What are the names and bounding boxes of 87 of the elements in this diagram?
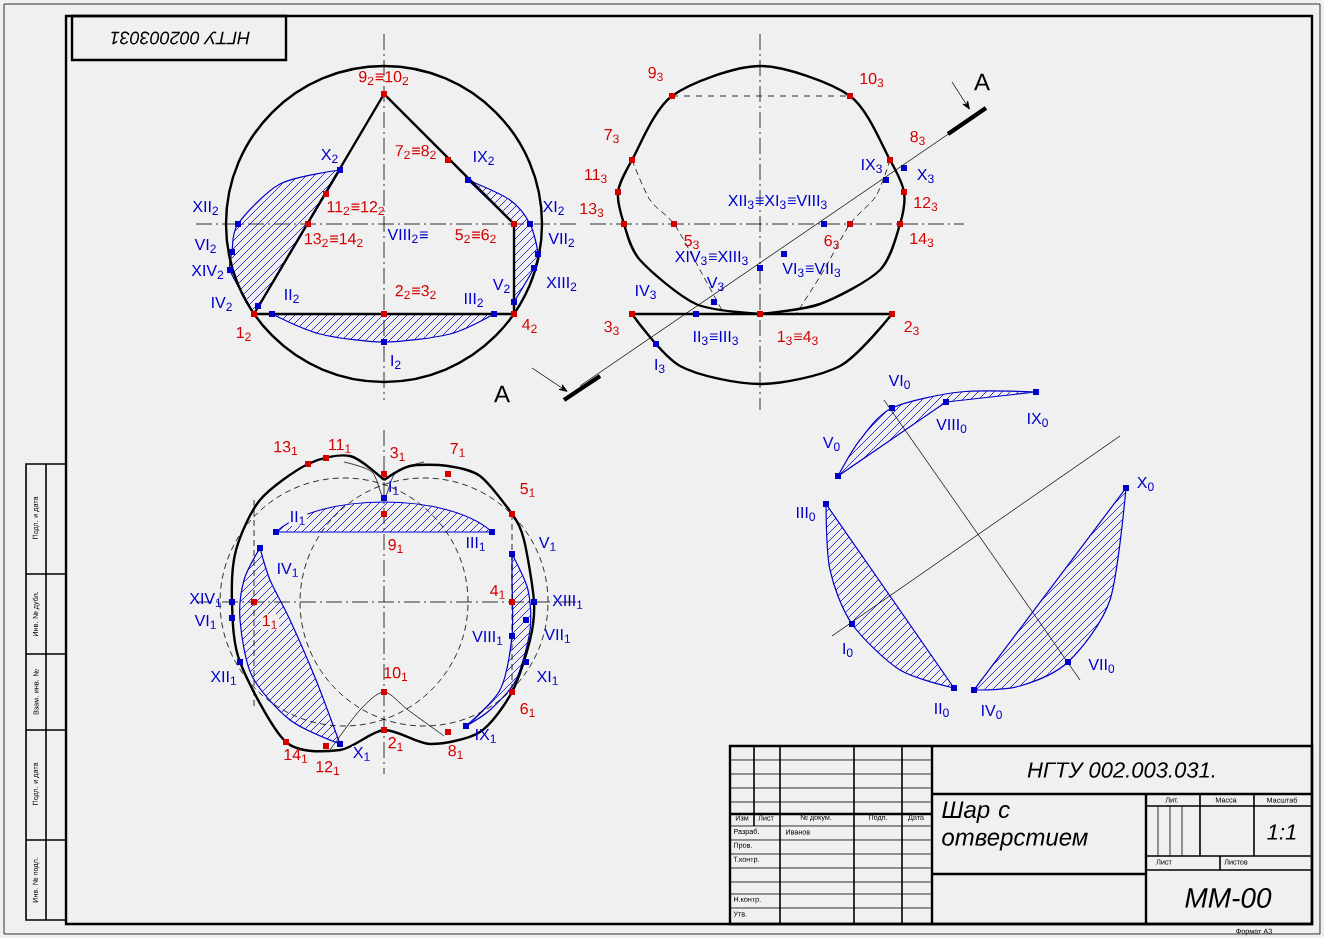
point-label: 2$_{3}$ bbox=[904, 320, 919, 336]
point-label: 6$_{1}$ bbox=[520, 703, 535, 717]
point-label: VII$_{2}$ bbox=[548, 233, 575, 247]
point-label: 6$_{3}$ bbox=[824, 234, 839, 250]
point-label: 7$_{3}$ bbox=[604, 129, 619, 143]
point-label: VI$_{0}$ bbox=[888, 375, 910, 389]
point-label: X$_{2}$ bbox=[321, 149, 338, 163]
point-label: II$_{0}$ bbox=[935, 703, 949, 717]
point-label: 5$_{3}$ bbox=[684, 235, 699, 249]
point-label: 8$_{1}$ bbox=[448, 745, 463, 759]
point-label: 13$_{3}$ bbox=[580, 202, 604, 218]
point-label: 12$_{3}$ bbox=[914, 196, 938, 212]
point-label: XIV$_{3}$≡XIII$_{3}$ bbox=[675, 251, 748, 265]
point-label: VIII$_{2}$≡ bbox=[387, 229, 428, 243]
point-label: 14$_{1}$ bbox=[284, 749, 308, 763]
point-label: 4$_{1}$ bbox=[490, 585, 505, 599]
point-label: 9$_{1}$ bbox=[388, 539, 403, 553]
point-label: XIV$_{1}$ bbox=[189, 593, 222, 607]
point-label: XII$_{2}$ bbox=[192, 201, 219, 215]
point-label: X$_{1}$ bbox=[351, 746, 373, 762]
point-label: 3$_{1}$ bbox=[390, 447, 405, 461]
point-label: IX$_{0}$ bbox=[1028, 413, 1048, 427]
point-label: IV$_{0}$ bbox=[982, 705, 1002, 719]
point-label: XI$_{2}$ bbox=[542, 201, 564, 215]
point-label: IV$_{3}$ bbox=[636, 285, 656, 299]
point-label: 2$_{2}$≡3$_{2}$ bbox=[395, 285, 436, 299]
point-label: XII$_{3}$≡XI$_{3}$≡VIII$_{3}$ bbox=[728, 195, 827, 209]
point-label: 7$_{1}$ bbox=[450, 443, 465, 457]
point-label: I$_{3}$ bbox=[655, 359, 665, 373]
point-label: XII$_{1}$ bbox=[210, 671, 237, 685]
point-label: 9$_{3}$ bbox=[648, 66, 663, 82]
document-code: НГТУ 002.003.031. bbox=[1027, 762, 1215, 778]
point-label: VI$_{3}$≡VII$_{3}$ bbox=[782, 263, 841, 277]
point-label: V$_{2}$ bbox=[492, 279, 510, 293]
point-label: 11$_{3}$ bbox=[585, 169, 607, 183]
point-label: VII$_{1}$ bbox=[544, 629, 571, 643]
point-label: V$_{0}$ bbox=[822, 437, 840, 451]
point-label: XIII$_{1}$ bbox=[552, 595, 583, 609]
point-label: 1$_{3}$≡4$_{3}$ bbox=[778, 331, 818, 345]
point-label: X$_{0}$ bbox=[1137, 477, 1154, 491]
point-label: 13$_{2}$≡14$_{2}$ bbox=[305, 233, 363, 247]
point-label: 10$_{1}$ bbox=[384, 667, 408, 681]
point-label: III$_{0}$ bbox=[796, 507, 816, 521]
point-label: III$_{2}$ bbox=[465, 293, 483, 307]
point-label: IX$_{3}$ bbox=[862, 159, 882, 173]
point-label: 13$_{1}$ bbox=[274, 441, 298, 455]
point-label: IX$_{1}$ bbox=[476, 729, 496, 743]
point-label: VIII$_{0}$ bbox=[936, 419, 967, 433]
point-label: V$_{1}$ bbox=[538, 537, 556, 551]
point-label: VIII$_{1}$ bbox=[472, 631, 503, 645]
view-letter: A bbox=[974, 73, 990, 91]
point-label: 1$_{2}$ bbox=[236, 327, 251, 341]
point-label: XIV$_{2}$ bbox=[191, 265, 224, 279]
point-label: 14$_{3}$ bbox=[910, 233, 934, 247]
point-label: 8$_{3}$ bbox=[910, 130, 925, 146]
point-label: VI$_{2}$ bbox=[194, 239, 216, 253]
point-label: IX$_{2}$ bbox=[474, 151, 494, 165]
view-letter: A bbox=[494, 385, 510, 403]
point-label: I$_{2}$ bbox=[391, 355, 401, 369]
point-label: XI$_{1}$ bbox=[536, 671, 558, 685]
point-label: I$_{0}$ bbox=[843, 643, 853, 657]
point-label: 4$_{2}$ bbox=[522, 319, 537, 333]
point-label: 7$_{2}$≡8$_{2}$ bbox=[395, 145, 436, 159]
point-label: X$_{3}$ bbox=[917, 169, 934, 183]
point-label: V$_{3}$ bbox=[706, 277, 724, 291]
document-code: НГТУ 002003031 bbox=[111, 31, 250, 45]
point-label: 2$_{1}$ bbox=[388, 737, 403, 751]
point-label: 5$_{1}$ bbox=[520, 483, 535, 497]
point-label: XIII$_{2}$ bbox=[546, 277, 577, 291]
point-label: VII$_{0}$ bbox=[1088, 659, 1115, 673]
point-label: 11$_{1}$ bbox=[329, 439, 351, 453]
point-label: III$_{1}$ bbox=[467, 537, 485, 551]
point-label: 10$_{3}$ bbox=[860, 72, 884, 88]
point-label: IV$_{2}$ bbox=[212, 297, 232, 311]
point-label: 11$_{2}$≡12$_{2}$ bbox=[327, 201, 384, 215]
point-label: 9$_{2}$≡10$_{2}$ bbox=[359, 71, 409, 85]
point-label: IV$_{1}$ bbox=[278, 563, 298, 577]
point-label: II$_{3}$≡III$_{3}$ bbox=[694, 331, 738, 345]
scale-value: 1:1 bbox=[1267, 824, 1296, 840]
drawing-title: Шар с отверстием bbox=[942, 801, 1088, 851]
point-label: 12$_{1}$ bbox=[316, 761, 340, 775]
sheet-code: ММ-00 bbox=[1185, 888, 1272, 908]
point-label: 3$_{3}$ bbox=[604, 320, 619, 336]
point-label: II$_{2}$ bbox=[285, 289, 299, 303]
point-label: I$_{1}$ bbox=[389, 481, 399, 495]
point-label: 5$_{2}$≡6$_{2}$ bbox=[455, 229, 496, 243]
point-label: VI$_{1}$ bbox=[194, 615, 216, 629]
